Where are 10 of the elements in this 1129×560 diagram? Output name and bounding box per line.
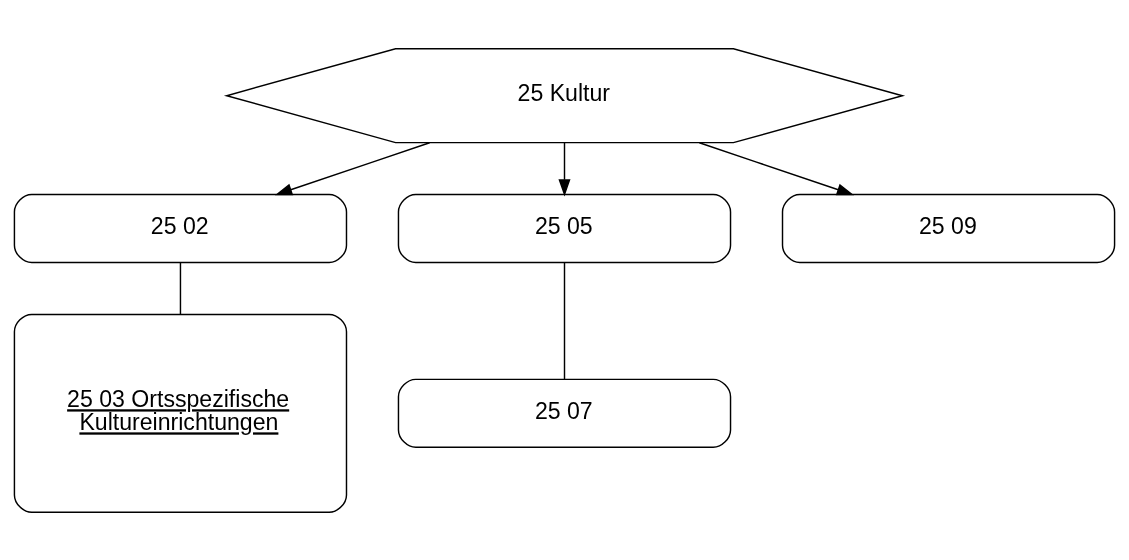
node-box: 25 02 bbox=[13, 193, 348, 263]
node-box: 25 05 bbox=[397, 193, 732, 263]
connector bbox=[563, 261, 566, 380]
arrow bbox=[274, 141, 431, 195]
node-box: 25 09 bbox=[781, 193, 1116, 263]
node-box: 25 07 bbox=[397, 378, 732, 448]
arrow bbox=[558, 141, 571, 196]
node-box: 25 03 Ortsspezifische Kultureinrichtungen bbox=[13, 313, 348, 513]
connector bbox=[179, 261, 182, 315]
arrow bbox=[698, 141, 855, 195]
